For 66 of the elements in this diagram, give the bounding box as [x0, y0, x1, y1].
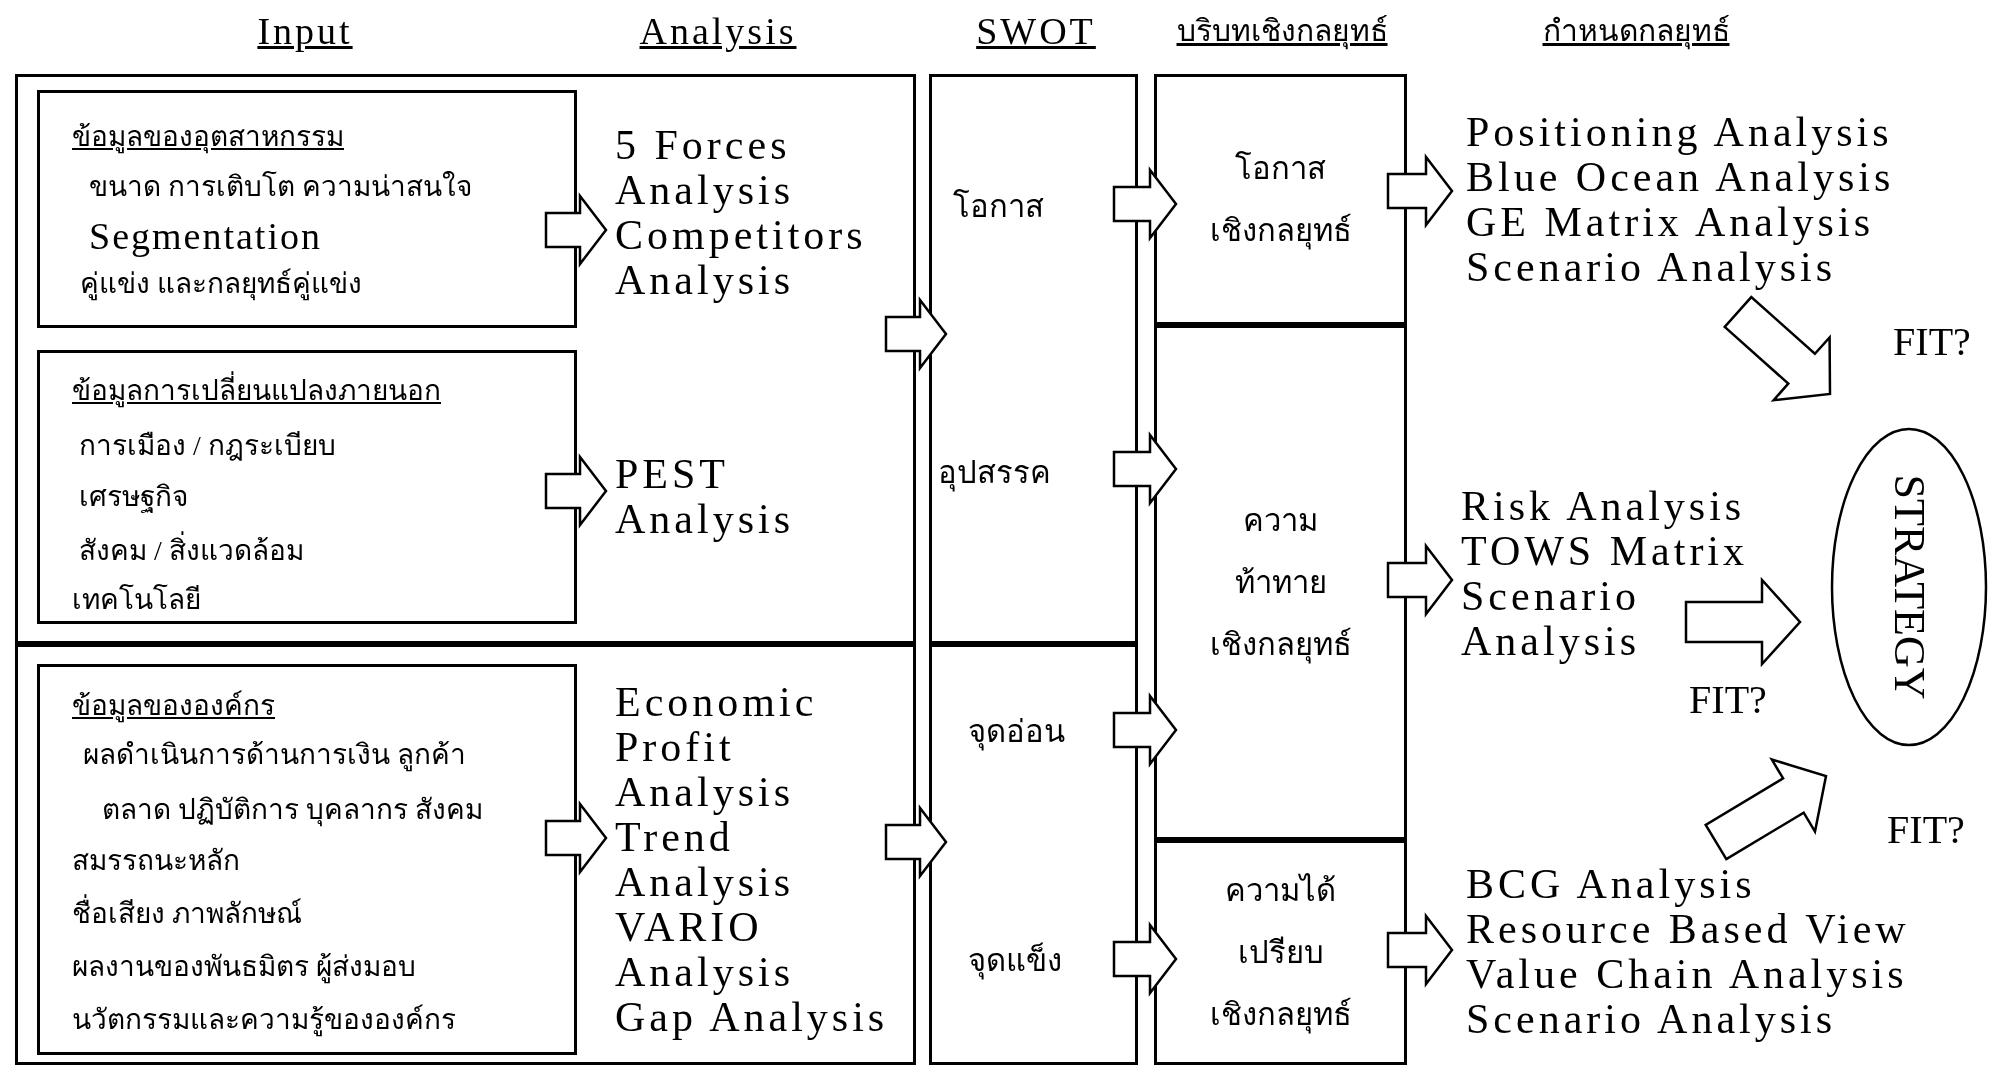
analysis-item: Resource Based View	[1466, 907, 1910, 952]
analysis-item: Scenario Analysis	[1461, 574, 1641, 664]
analysis-item: Value Chain Analysis	[1466, 952, 1908, 997]
analysis-item: Trend Analysis	[615, 815, 795, 905]
text-line: การเมือง / กฎระเบียบ	[79, 429, 336, 463]
column-heading: SWOT	[976, 9, 1096, 54]
block-arrow	[1112, 166, 1178, 242]
column-cell	[929, 74, 1138, 644]
block-arrow	[1386, 153, 1454, 229]
swot-label: จุดอ่อน	[968, 714, 1065, 750]
analysis-item: Competitors Analysis	[615, 213, 868, 303]
text-line: คู่แข่ง และกลยุทธ์คู่แข่ง	[80, 267, 362, 302]
swot-label: โอกาส	[953, 189, 1044, 225]
column-cell	[15, 74, 916, 644]
analysis-item: Blue Ocean Analysis	[1466, 155, 1895, 200]
text-line: Segmentation	[89, 214, 322, 259]
analysis-item: Scenario Analysis	[1466, 245, 1837, 290]
box-heading: ข้อมูลการเปลี่ยนแปลงภายนอก	[72, 373, 441, 409]
input-box	[37, 664, 577, 1055]
block-arrow	[544, 800, 608, 876]
block-arrow	[1722, 295, 1832, 402]
column-heading: Input	[257, 9, 353, 54]
column-heading: บริบทเชิงกลยุทธ์	[1176, 8, 1388, 54]
analysis-item: GE Matrix Analysis	[1466, 200, 1874, 245]
input-box	[37, 350, 577, 624]
block-arrow	[1112, 431, 1178, 507]
text-line: ผลงานของพันธมิตร ผู้ส่งมอบ	[72, 950, 416, 985]
text-line: เทคโนโลยี	[72, 583, 201, 617]
analysis-item: 5 Forces Analysis	[615, 123, 795, 213]
swot-label: จุดแข็ง	[968, 943, 1062, 979]
column-heading: กำหนดกลยุทธ์	[1542, 8, 1730, 54]
block-arrow	[1112, 921, 1178, 997]
swot-label: อุปสรรค	[938, 455, 1051, 491]
block-arrow	[1704, 757, 1828, 861]
box-heading: ข้อมูลขององค์กร	[72, 689, 275, 724]
box-heading: ข้อมูลของอุตสาหกรรม	[72, 120, 344, 155]
text-line: สังคม / สิ่งแวดล้อม	[79, 533, 304, 569]
analysis-item: PEST Analysis	[615, 452, 795, 542]
text-line: ตลาด ปฏิบัติการ บุคลากร สังคม	[102, 793, 483, 828]
strategy-label: STRATEGY	[1884, 474, 1934, 700]
block-arrow	[544, 192, 608, 268]
column-cell	[929, 644, 1138, 1065]
block-arrow	[884, 804, 948, 880]
block-arrow	[1112, 692, 1178, 768]
text-line: ขนาด การเติบโต ความน่าสนใจ	[89, 170, 472, 204]
text-line: เศรษฐกิจ	[79, 480, 188, 515]
block-arrow	[544, 453, 608, 529]
analysis-item: Positioning Analysis	[1466, 110, 1893, 155]
text-line: ผลดำเนินการด้านการเงิน ลูกค้า	[83, 738, 466, 773]
block-arrow	[1386, 912, 1454, 988]
block-arrow	[1386, 542, 1454, 618]
analysis-item: Scenario Analysis	[1466, 997, 1837, 1042]
column-heading: Analysis	[639, 9, 797, 54]
analysis-item: VARIO Analysis	[615, 905, 795, 995]
text-line: ชื่อเสียง ภาพลักษณ์	[72, 896, 302, 932]
block-arrow	[1684, 576, 1802, 668]
column-cell	[15, 644, 916, 1065]
analysis-item: TOWS Matrix	[1461, 529, 1749, 574]
analysis-item: Risk Analysis	[1461, 484, 1746, 529]
text-line: สมรรถนะหลัก	[72, 844, 240, 878]
text-line: นวัตกรรมและความรู้ขององค์กร	[72, 1003, 456, 1038]
block-arrow	[884, 296, 948, 372]
input-box	[37, 90, 577, 328]
analysis-item: BCG Analysis	[1466, 862, 1756, 907]
analysis-item: Gap Analysis	[615, 995, 889, 1040]
analysis-item: Economic Profit Analysis	[615, 680, 819, 815]
